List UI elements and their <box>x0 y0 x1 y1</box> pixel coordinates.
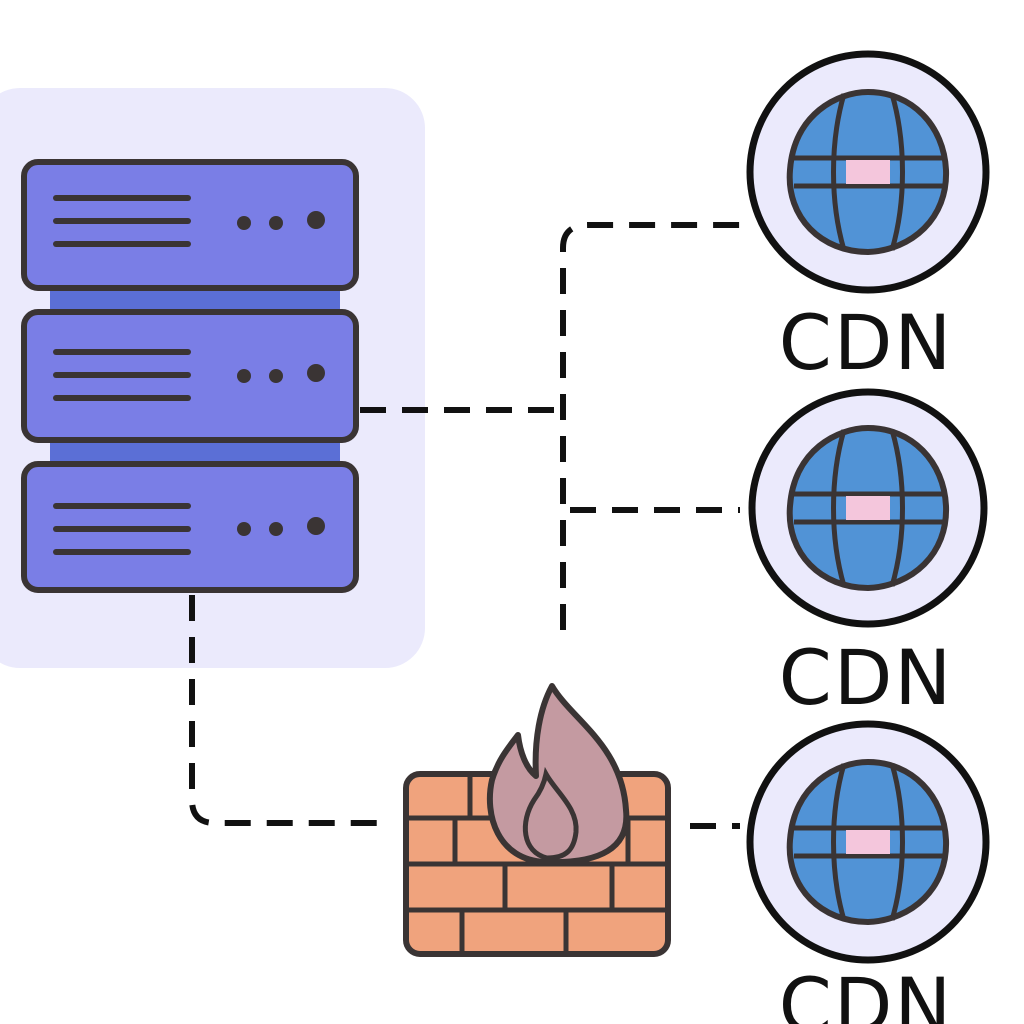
cdn-node <box>748 388 988 628</box>
server-unit <box>21 159 359 291</box>
cdn-node <box>746 50 990 294</box>
edge-bus-vertical <box>560 222 740 630</box>
server-unit <box>21 309 359 443</box>
edge-server-to-firewall <box>189 595 390 826</box>
firewall-icon <box>403 683 671 957</box>
globe-icon <box>746 50 990 294</box>
cdn-node <box>746 720 990 964</box>
server-vent-lines <box>53 195 191 247</box>
cdn-label: CDN <box>778 633 954 722</box>
server-indicator-lights <box>237 211 325 230</box>
connectors <box>189 222 740 829</box>
server-indicator-lights <box>237 364 325 383</box>
server-unit <box>21 461 359 593</box>
flame-icon <box>486 683 630 866</box>
server-indicator-lights <box>237 517 325 536</box>
globe-icon <box>748 388 988 628</box>
server-vent-lines <box>53 349 191 401</box>
server-rack-icon <box>21 159 359 593</box>
flame-inner <box>522 766 579 861</box>
server-vent-lines <box>53 503 191 555</box>
cdn-label: CDN <box>778 961 954 1024</box>
cdn-label: CDN <box>778 298 954 387</box>
globe-icon <box>746 720 990 964</box>
